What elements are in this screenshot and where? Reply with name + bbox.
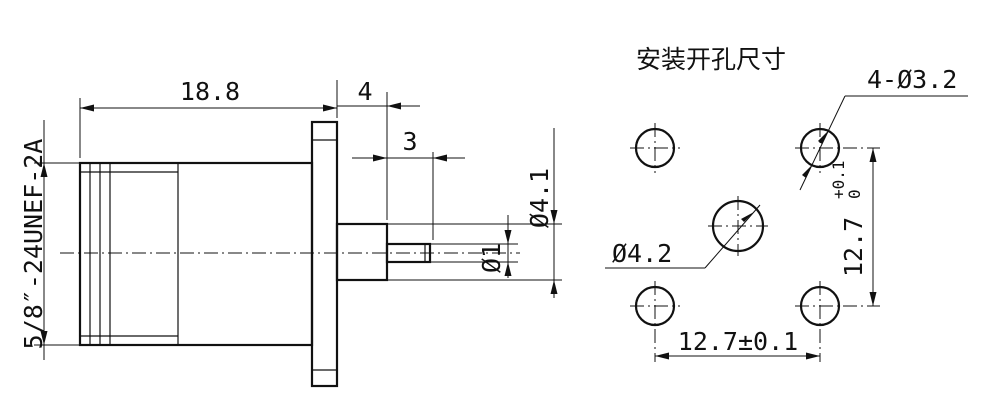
dim-flange-label: 4 xyxy=(357,77,372,106)
dim-corner-holes-label: 4-Ø3.2 xyxy=(867,65,957,94)
corner-hole-bottom-left xyxy=(630,281,680,362)
corner-hole-bottom-right xyxy=(795,281,880,362)
dim-center-hole: Ø4.2 xyxy=(605,204,761,269)
dim-corner-holes: 4-Ø3.2 xyxy=(799,65,968,191)
center-hole xyxy=(708,196,768,256)
dim-dia-flange-label: Ø4.1 xyxy=(525,168,554,228)
dim-pin-label: 3 xyxy=(402,127,417,156)
thread-spec-label: 5/8″-24UNEF-2A xyxy=(19,139,48,350)
dim-vertical-tol-lower: 0 xyxy=(845,189,864,199)
corner-hole-top-left xyxy=(630,123,680,173)
dim-center-hole-label: Ø4.2 xyxy=(612,239,672,268)
connector-body xyxy=(78,161,314,347)
dim-flange: 4 xyxy=(337,77,420,220)
mounting-hole-title: 安装开孔尺寸 xyxy=(636,45,786,74)
side-view: 18.8 4 3 Ø4.1 xyxy=(19,77,562,388)
dim-dia-pin-label: Ø1 xyxy=(477,243,506,273)
dim-horizontal: 12.7±0.1 xyxy=(655,327,820,360)
dim-pin: 3 xyxy=(352,127,465,240)
dim-length: 18.8 xyxy=(79,77,338,158)
dim-horizontal-label: 12.7±0.1 xyxy=(678,327,798,356)
dim-dia-flange: Ø4.1 xyxy=(387,128,562,298)
dim-vertical-tol-upper: +0.1 xyxy=(829,160,848,199)
dim-vertical-base-label: 12.7 xyxy=(839,217,868,277)
dim-vertical: 12.7 +0.1 0 xyxy=(829,148,877,306)
dim-length-label: 18.8 xyxy=(180,77,240,106)
mounting-flange xyxy=(310,120,339,388)
dim-thread: 5/8″-24UNEF-2A xyxy=(19,120,80,360)
dim-dia-pin: Ø1 xyxy=(430,215,518,278)
mounting-hole-view: 安装开孔尺寸 xyxy=(605,45,968,362)
insulator-stub xyxy=(335,222,389,282)
